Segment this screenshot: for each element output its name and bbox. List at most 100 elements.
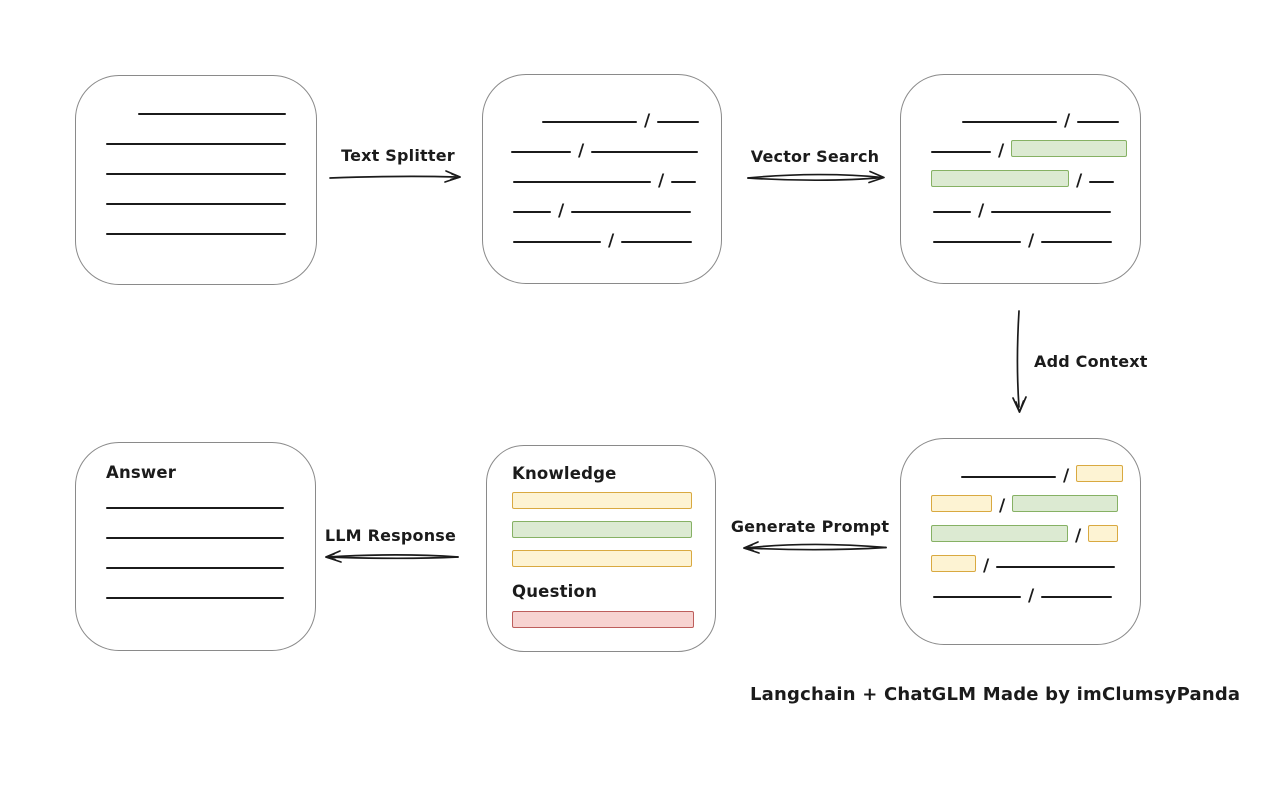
text-line <box>513 241 601 243</box>
document-box <box>75 75 317 285</box>
chunk-highlight-yellow <box>931 495 992 512</box>
chunk-row <box>106 151 316 181</box>
split-chunk-lines: ///// <box>483 75 721 251</box>
text-line <box>671 181 697 183</box>
text-line <box>513 181 651 183</box>
text-line <box>591 151 699 153</box>
chunk-row: / <box>511 159 721 191</box>
chunk-highlight-yellow <box>1076 465 1124 482</box>
chunk-highlight-yellow <box>931 555 976 572</box>
text-splitter-arrow-label: Text Splitter <box>341 146 455 165</box>
generate-prompt-arrow <box>743 541 887 554</box>
text-line <box>571 211 692 213</box>
answer-box: Answer <box>75 442 316 651</box>
chunk-separator-slash: / <box>608 231 615 251</box>
text-line <box>106 507 284 509</box>
text-line <box>933 241 1021 243</box>
text-line <box>1041 241 1113 243</box>
chunk-separator-slash: / <box>658 171 665 191</box>
vector-search-arrow <box>747 170 885 184</box>
chunk-separator-slash: / <box>1064 111 1071 131</box>
text-line <box>991 211 1112 213</box>
llm-response-arrow-label: LLM Response <box>324 526 457 545</box>
document-lines <box>76 76 316 241</box>
context-chunks-box: / / / / / <box>900 438 1141 645</box>
text-line <box>138 113 286 115</box>
text-line <box>106 203 286 205</box>
text-line <box>106 233 286 235</box>
green-bar <box>512 521 692 538</box>
text-line <box>542 121 637 123</box>
chunk-separator-slash: / <box>1075 526 1082 546</box>
chunk-separator-slash: / <box>1076 171 1083 191</box>
chunk-separator-slash: / <box>1028 231 1035 251</box>
chunk-row: / <box>931 159 1140 191</box>
text-line <box>1041 596 1113 598</box>
chunk-row: / <box>931 544 1140 576</box>
text-line <box>657 121 700 123</box>
answer-lines <box>106 485 315 605</box>
text-line <box>621 241 693 243</box>
chunk-highlight-green <box>1012 495 1119 512</box>
prompt-box: Knowledge Question <box>486 445 716 652</box>
chunk-row: / <box>931 574 1140 606</box>
split-chunks-box: ///// <box>482 74 722 284</box>
text-line <box>1089 181 1115 183</box>
chunk-row: / <box>931 484 1140 516</box>
text-line <box>106 537 284 539</box>
chunk-separator-slash: / <box>578 141 585 161</box>
chunk-separator-slash: / <box>983 556 990 576</box>
text-line <box>1077 121 1120 123</box>
chunk-highlight-green <box>1011 140 1128 157</box>
chunk-row: / <box>931 454 1140 486</box>
answer-title: Answer <box>106 463 177 482</box>
chunk-row <box>106 181 316 211</box>
chunk-highlight-green <box>931 525 1068 542</box>
chunk-row <box>106 545 315 575</box>
text-line <box>931 151 991 153</box>
chunk-row: / <box>511 219 721 251</box>
text-splitter-arrow <box>329 170 461 183</box>
chunk-row: / <box>511 129 721 161</box>
chunk-row: / <box>931 219 1140 251</box>
text-line <box>962 121 1057 123</box>
credit-caption: Langchain + ChatGLM Made by imClumsyPand… <box>750 684 1241 705</box>
chunk-row <box>106 121 316 151</box>
text-line <box>933 596 1021 598</box>
chunk-separator-slash: / <box>998 141 1005 161</box>
chunk-separator-slash: / <box>1028 586 1035 606</box>
chunk-row: / <box>511 189 721 220</box>
red-bar <box>512 611 694 628</box>
chunk-row: / <box>931 514 1140 546</box>
chunk-separator-slash: / <box>999 496 1006 516</box>
knowledge-bars <box>512 492 692 567</box>
text-line <box>933 211 971 213</box>
text-line <box>961 476 1056 478</box>
text-line <box>106 597 284 599</box>
add-context-arrow <box>1012 310 1027 413</box>
yellow-bar <box>512 492 692 509</box>
add-context-arrow-label: Add Context <box>1034 352 1148 371</box>
chunk-row <box>106 211 316 241</box>
chunk-highlight-green <box>931 170 1069 187</box>
chunk-highlight-yellow <box>1088 525 1119 542</box>
question-title: Question <box>512 582 598 601</box>
chunk-row: / <box>931 99 1140 131</box>
knowledge-title: Knowledge <box>512 464 617 483</box>
chunk-separator-slash: / <box>978 201 985 221</box>
text-line <box>106 567 284 569</box>
chunk-row: / <box>931 189 1140 221</box>
vector-matches-box: / / / / / <box>900 74 1141 284</box>
chunk-separator-slash: / <box>1063 466 1070 486</box>
text-line <box>996 566 1116 568</box>
context-chunk-lines: / / / / / <box>901 439 1140 606</box>
chunk-separator-slash: / <box>644 111 651 131</box>
text-line <box>513 211 551 213</box>
generate-prompt-arrow-label: Generate Prompt <box>730 517 890 536</box>
question-bars <box>512 611 694 628</box>
chunk-row <box>106 575 315 605</box>
chunk-row: / <box>931 129 1140 161</box>
llm-response-arrow <box>325 550 459 563</box>
chunk-row: / <box>511 99 721 131</box>
